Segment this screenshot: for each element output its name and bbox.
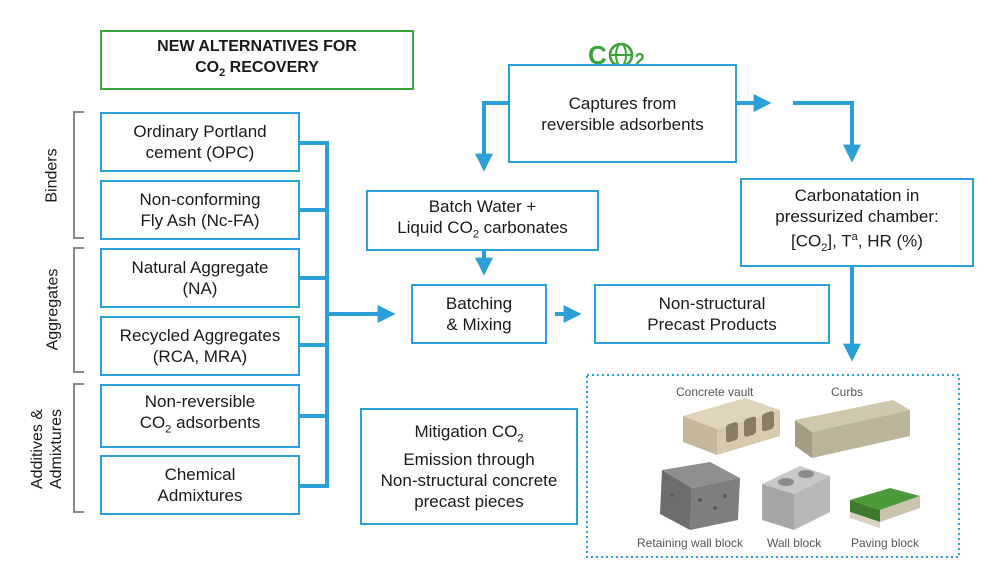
batching-box: Batching& Mixing [411,284,547,344]
products-frame [586,374,960,558]
rca-box: Recycled Aggregates(RCA, MRA) [100,316,300,376]
category-aggregates: Aggregates [44,268,62,351]
arrow-to-batch-water [475,101,508,172]
label-concrete-vault: Concrete vault [676,385,754,399]
mitigation-box: Mitigation CO2 Emission through Non-stru… [360,408,578,525]
input-collector-line [300,141,329,488]
diagram-title: NEW ALTERNATIVES FOR CO2 RECOVERY [100,30,414,90]
co2-letter: C [588,40,607,70]
label-retaining-wall: Retaining wall block [637,536,744,550]
label-curbs: Curbs [831,385,864,399]
label-paving-block: Paving block [851,536,920,550]
label-wall-block: Wall block [767,536,822,550]
aggregates-bracket [73,247,84,373]
additives-bracket [73,383,84,513]
binders-bracket [73,111,84,239]
batch-water-box: Batch Water + Liquid CO2 carbonates [366,190,599,251]
adsorbents-box: Non-reversible CO2 adsorbents [100,384,300,448]
arrow-to-carbonatation [793,101,861,163]
co2-subscript: 2 [634,50,645,70]
carbonatation-box: Carbonatation in pressurized chamber: [C… [740,178,974,267]
category-brackets [73,111,84,513]
category-binders: Binders [43,148,61,203]
category-additives: Additives & Admixtures [29,408,65,490]
title-line2: CO2 RECOVERY [195,58,319,80]
na-box: Natural Aggregate(NA) [100,248,300,308]
title-line1: NEW ALTERNATIVES FOR [157,37,357,55]
